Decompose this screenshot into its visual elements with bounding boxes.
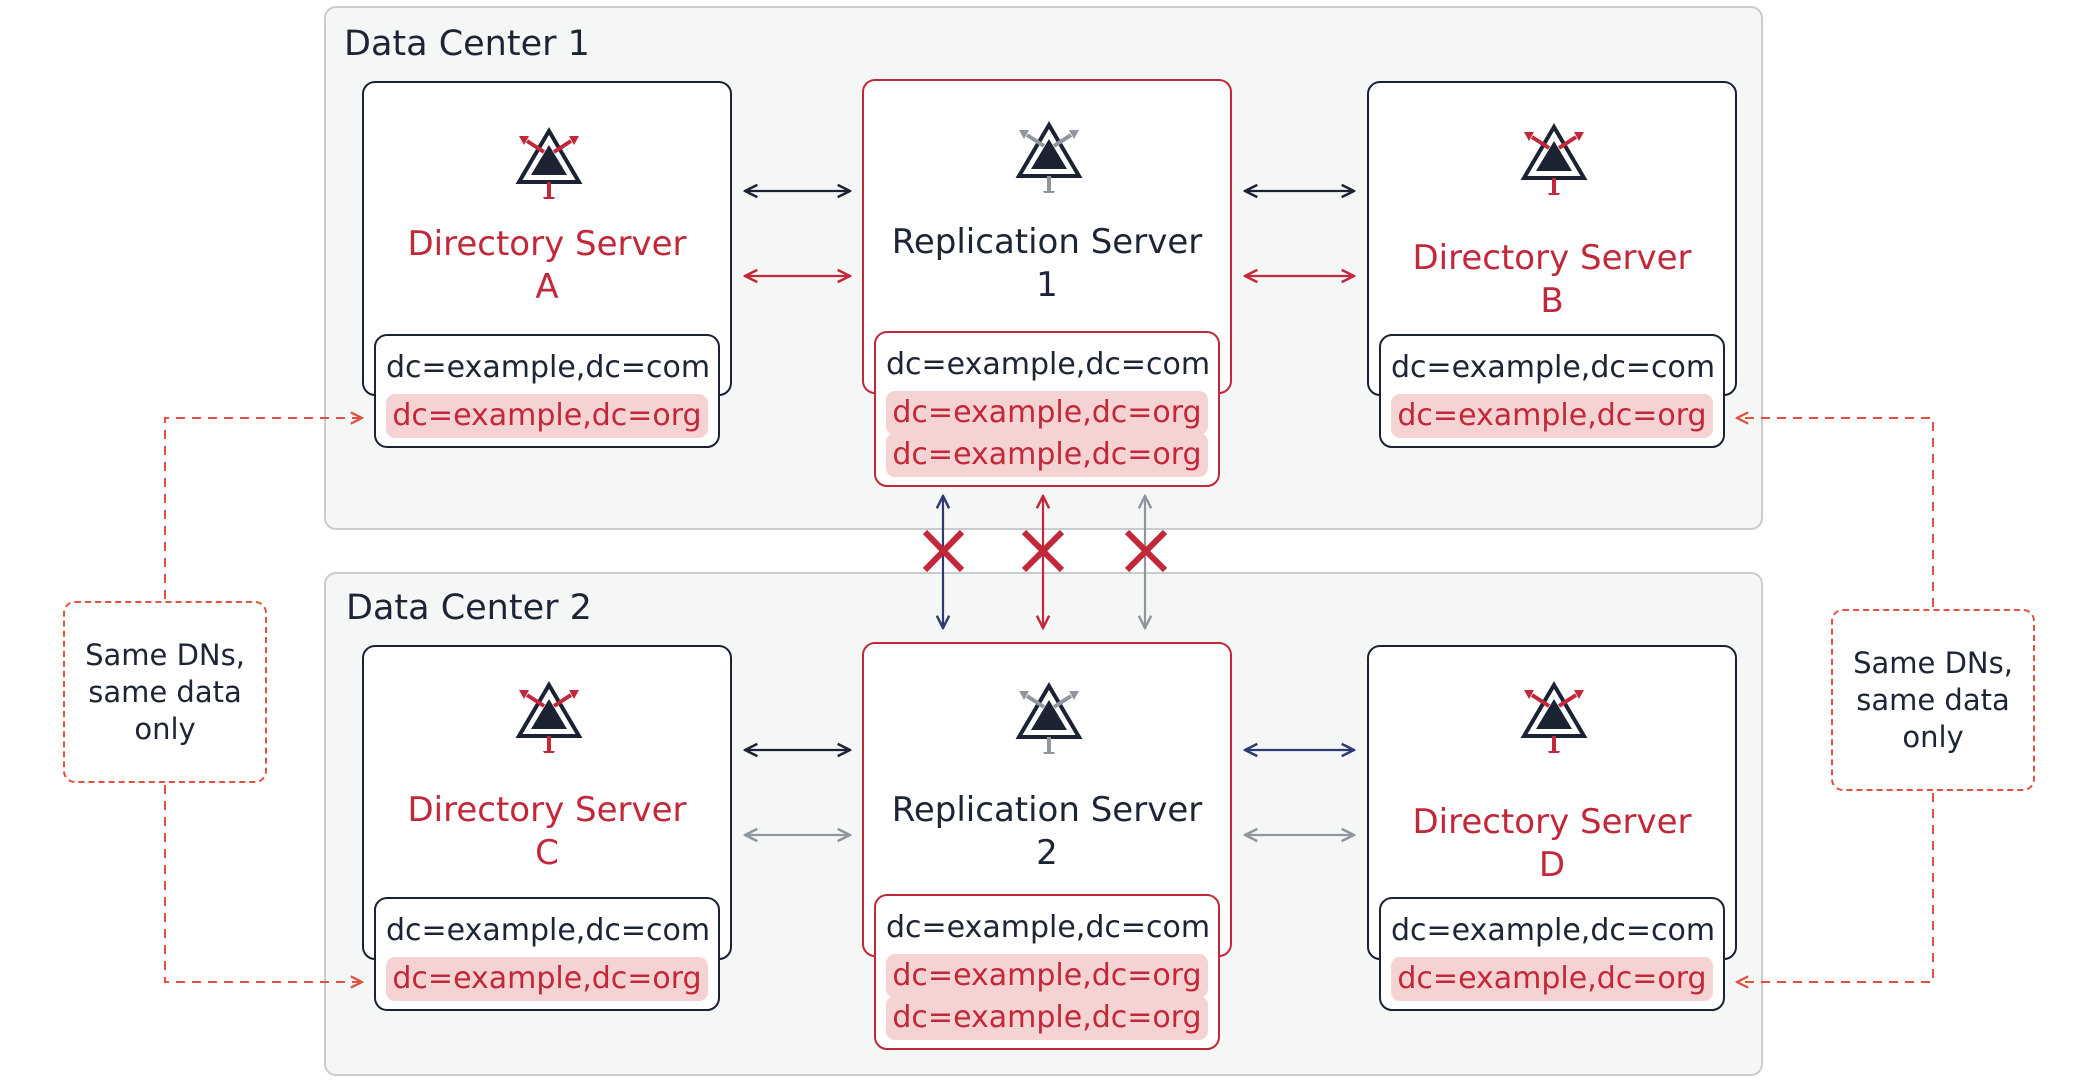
suffix-org: dc=example,dc=org — [886, 391, 1208, 435]
note-left: Same DNs, same data only — [63, 601, 267, 783]
server-id: 2 — [1036, 833, 1058, 873]
data-center-2-label: Data Center 2 — [346, 588, 592, 628]
suffix-org: dc=example,dc=org — [386, 957, 708, 1001]
dashed-link-left-top — [164, 418, 362, 599]
suffix-com: dc=example,dc=com — [886, 910, 1211, 945]
server-id: 1 — [1036, 265, 1058, 305]
server-name: Directory Server — [1412, 802, 1692, 842]
blocked-x-icon — [922, 529, 965, 573]
replication-server-icon — [1015, 682, 1083, 754]
suffix-com: dc=example,dc=com — [1391, 350, 1716, 385]
directory-server-c-suffixes: dc=example,dc=com dc=example,dc=org — [374, 897, 720, 1011]
server-id: C — [535, 833, 559, 873]
directory-server-icon — [515, 127, 583, 199]
replication-server-1-suffixes: dc=example,dc=com dc=example,dc=org dc=e… — [874, 331, 1220, 487]
suffix-org: dc=example,dc=org — [886, 433, 1208, 477]
blocked-x-icon — [1124, 529, 1168, 573]
server-id: D — [1538, 845, 1566, 885]
directory-server-d-suffixes: dc=example,dc=com dc=example,dc=org — [1379, 897, 1725, 1011]
dashed-link-left-bottom — [164, 785, 362, 982]
note-right: Same DNs, same data only — [1831, 609, 2035, 791]
suffix-org: dc=example,dc=org — [386, 394, 708, 438]
suffix-org: dc=example,dc=org — [1391, 394, 1713, 438]
dashed-link-right-top — [1737, 418, 1934, 607]
suffix-org: dc=example,dc=org — [1391, 957, 1713, 1001]
directory-server-a-suffixes: dc=example,dc=com dc=example,dc=org — [374, 334, 720, 448]
note-line: same data — [88, 674, 242, 709]
suffix-org: dc=example,dc=org — [886, 954, 1208, 998]
directory-server-icon — [1520, 123, 1588, 195]
suffix-com: dc=example,dc=com — [386, 350, 711, 385]
replication-server-icon — [1015, 121, 1083, 193]
replication-server-2-suffixes: dc=example,dc=com dc=example,dc=org dc=e… — [874, 894, 1220, 1050]
server-name: Replication Server — [891, 222, 1203, 262]
directory-server-icon — [1520, 681, 1588, 753]
note-line: only — [1902, 719, 1964, 754]
server-name: Directory Server — [1412, 238, 1692, 278]
suffix-org: dc=example,dc=org — [886, 996, 1208, 1040]
suffix-com: dc=example,dc=com — [886, 347, 1211, 382]
data-center-1-label: Data Center 1 — [344, 24, 590, 64]
server-name: Directory Server — [407, 790, 687, 830]
blocked-x-icon — [1021, 529, 1065, 573]
note-line: only — [134, 711, 196, 746]
server-id: B — [1540, 281, 1564, 321]
directory-server-icon — [515, 681, 583, 753]
suffix-com: dc=example,dc=com — [386, 913, 711, 948]
dashed-link-right-bottom — [1737, 793, 1934, 982]
directory-server-b-suffixes: dc=example,dc=com dc=example,dc=org — [1379, 334, 1725, 448]
server-name: Replication Server — [891, 790, 1203, 830]
note-line: same data — [1856, 682, 2010, 717]
note-line: Same DNs, — [1853, 645, 2013, 680]
server-id: A — [535, 267, 559, 307]
note-line: Same DNs, — [85, 637, 245, 672]
suffix-com: dc=example,dc=com — [1391, 913, 1716, 948]
server-name: Directory Server — [407, 224, 687, 264]
